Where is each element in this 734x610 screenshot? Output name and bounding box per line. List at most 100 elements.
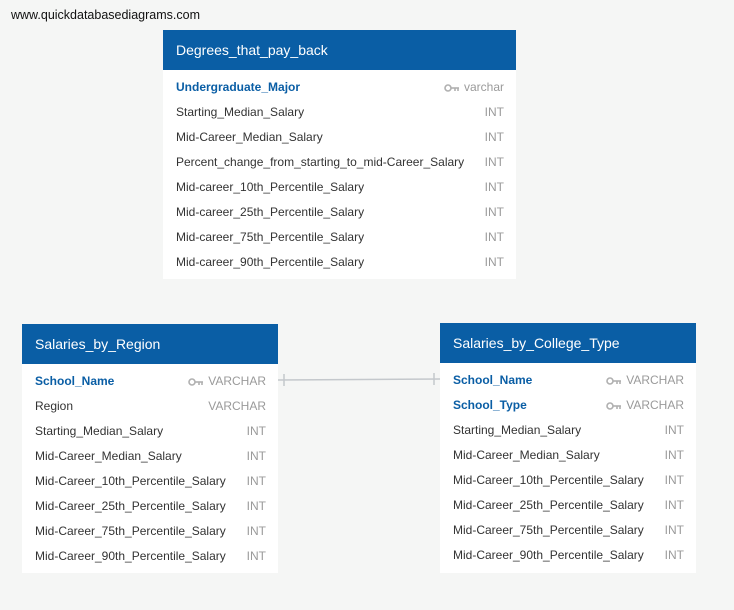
column-type-label: INT xyxy=(246,474,266,488)
column-type: INT xyxy=(665,493,684,518)
column-type: INT xyxy=(247,419,266,444)
column-type-label: INT xyxy=(484,105,504,119)
column-type: VARCHAR xyxy=(208,394,266,419)
column-type: INT xyxy=(665,468,684,493)
column-type: INT xyxy=(485,200,504,225)
key-icon xyxy=(188,377,204,386)
column-type-label: INT xyxy=(664,523,684,537)
column-type: INT xyxy=(247,519,266,544)
column-row[interactable]: School_Name VARCHAR xyxy=(22,369,278,394)
column-name: Mid-Career_25th_Percentile_Salary xyxy=(453,498,644,512)
column-type: INT xyxy=(485,100,504,125)
column-type-label: INT xyxy=(484,155,504,169)
column-row[interactable]: Mid-Career_25th_Percentile_Salary INT xyxy=(22,494,278,519)
column-type-label: INT xyxy=(246,549,266,563)
column-type-label: INT xyxy=(664,423,684,437)
column-name: Mid-Career_Median_Salary xyxy=(176,130,323,144)
column-type-label: INT xyxy=(664,498,684,512)
column-row[interactable]: Mid-career_90th_Percentile_Salary INT xyxy=(163,250,516,275)
column-type: INT xyxy=(247,494,266,519)
column-type-label: INT xyxy=(484,230,504,244)
column-type-label: INT xyxy=(246,449,266,463)
key-icon xyxy=(606,401,622,410)
column-type: INT xyxy=(247,444,266,469)
column-row[interactable]: Starting_Median_Salary INT xyxy=(22,419,278,444)
column-name: Mid-Career_10th_Percentile_Salary xyxy=(453,473,644,487)
column-name: Mid-Career_Median_Salary xyxy=(453,448,600,462)
column-type: INT xyxy=(485,250,504,275)
column-row[interactable]: Region VARCHAR xyxy=(22,394,278,419)
column-name: Mid-Career_75th_Percentile_Salary xyxy=(453,523,644,537)
column-type-label: VARCHAR xyxy=(626,373,684,387)
watermark-text: www.quickdatabasediagrams.com xyxy=(11,8,200,22)
column-type: INT xyxy=(665,443,684,468)
column-type-label: INT xyxy=(246,524,266,538)
column-row[interactable]: Starting_Median_Salary INT xyxy=(440,418,696,443)
column-name: Mid-career_25th_Percentile_Salary xyxy=(176,205,365,219)
column-name: Mid-Career_25th_Percentile_Salary xyxy=(35,499,226,513)
table-header[interactable]: Salaries_by_Region xyxy=(22,324,278,364)
column-name: School_Name xyxy=(453,373,533,387)
column-name: Starting_Median_Salary xyxy=(176,105,305,119)
key-icon xyxy=(444,83,459,92)
column-type: INT xyxy=(665,418,684,443)
column-row[interactable]: Mid-career_25th_Percentile_Salary INT xyxy=(163,200,516,225)
column-type-label: INT xyxy=(246,424,266,438)
column-row[interactable]: Percent_change_from_starting_to_mid-Care… xyxy=(163,150,516,175)
column-name: Mid-career_90th_Percentile_Salary xyxy=(176,255,365,269)
column-row[interactable]: Undergraduate_Major varchar xyxy=(163,75,516,100)
key-icon xyxy=(606,376,622,385)
column-row[interactable]: Mid-Career_10th_Percentile_Salary INT xyxy=(22,469,278,494)
column-name: Mid-career_10th_Percentile_Salary xyxy=(176,180,365,194)
column-name: Mid-Career_10th_Percentile_Salary xyxy=(35,474,226,488)
column-type: INT xyxy=(485,125,504,150)
column-name: Percent_change_from_starting_to_mid-Care… xyxy=(176,155,465,169)
column-type-label: INT xyxy=(664,448,684,462)
column-type: INT xyxy=(665,518,684,543)
column-type: INT xyxy=(247,544,266,569)
table-header[interactable]: Salaries_by_College_Type xyxy=(440,323,696,363)
column-row[interactable]: Mid-Career_90th_Percentile_Salary INT xyxy=(22,544,278,569)
column-row[interactable]: Mid-Career_90th_Percentile_Salary INT xyxy=(440,543,696,568)
column-name: School_Name xyxy=(35,374,115,388)
column-type: varchar xyxy=(444,75,504,100)
column-row[interactable]: Mid-Career_25th_Percentile_Salary INT xyxy=(440,493,696,518)
column-name: Region xyxy=(35,399,74,413)
column-type-label: VARCHAR xyxy=(208,399,266,413)
column-row[interactable]: School_Name VARCHAR xyxy=(440,368,696,393)
column-type-label: VARCHAR xyxy=(208,374,266,388)
column-type-label: INT xyxy=(664,473,684,487)
column-type-label: INT xyxy=(664,548,684,562)
table-header[interactable]: Degrees_that_pay_back xyxy=(163,30,516,70)
column-row[interactable]: Mid-Career_Median_Salary INT xyxy=(22,444,278,469)
column-name: Mid-Career_Median_Salary xyxy=(35,449,182,463)
column-row[interactable]: Mid-Career_Median_Salary INT xyxy=(440,443,696,468)
column-type: INT xyxy=(485,150,504,175)
column-row[interactable]: Mid-Career_75th_Percentile_Salary INT xyxy=(440,518,696,543)
column-type: INT xyxy=(665,543,684,568)
column-name: Starting_Median_Salary xyxy=(35,424,164,438)
column-type-label: INT xyxy=(484,205,504,219)
column-row[interactable]: Mid-Career_10th_Percentile_Salary INT xyxy=(440,468,696,493)
table-degrees-that-pay-back[interactable]: Degrees_that_pay_back Undergraduate_Majo… xyxy=(163,30,516,279)
column-row[interactable]: Starting_Median_Salary INT xyxy=(163,100,516,125)
column-row[interactable]: Mid-Career_Median_Salary INT xyxy=(163,125,516,150)
column-type-label: INT xyxy=(484,255,504,269)
table-salaries-by-college-type[interactable]: Salaries_by_College_Type School_Name VARC… xyxy=(440,323,696,573)
column-name: Undergraduate_Major xyxy=(176,80,301,94)
column-name: Starting_Median_Salary xyxy=(453,423,582,437)
column-type: INT xyxy=(485,225,504,250)
column-name: Mid-Career_90th_Percentile_Salary xyxy=(453,548,644,562)
relationship-line xyxy=(277,378,441,381)
column-name: Mid-Career_90th_Percentile_Salary xyxy=(35,549,226,563)
column-type-label: INT xyxy=(484,130,504,144)
